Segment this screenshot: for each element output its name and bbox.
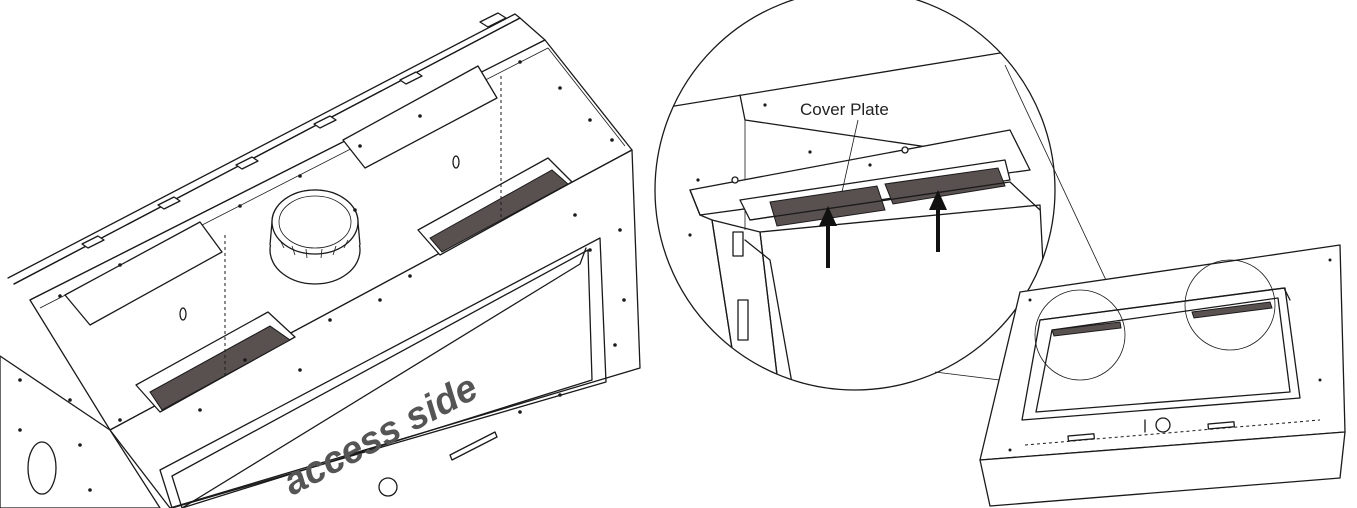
cover-plate-label: Cover Plate bbox=[800, 100, 889, 119]
zoom-connector-top bbox=[1004, 64, 1121, 311]
door-frame-outer bbox=[159, 237, 607, 508]
screw-dots-left bbox=[18, 60, 626, 492]
cover-plate-leader bbox=[841, 119, 859, 193]
cover-plate-strip-right bbox=[884, 167, 1006, 205]
zoom-marker-left bbox=[1034, 289, 1126, 381]
slot-left bbox=[135, 311, 296, 413]
fireplace-overview bbox=[979, 244, 1346, 507]
overview-strip-right bbox=[1191, 301, 1273, 319]
rail-tabs bbox=[81, 12, 507, 249]
flue-collar bbox=[269, 189, 361, 285]
overview-strip-left bbox=[1051, 321, 1122, 337]
door-frame-inner bbox=[171, 249, 593, 508]
cover-plate-left-removed bbox=[64, 221, 223, 326]
slot-right bbox=[417, 157, 573, 256]
front-handle bbox=[449, 431, 498, 461]
arrow-right bbox=[929, 190, 947, 252]
fireplace-top-view: access side bbox=[0, 12, 641, 508]
front-knob bbox=[378, 477, 398, 497]
top-holes bbox=[179, 155, 460, 321]
zoom-marker-right bbox=[1184, 259, 1276, 351]
zoom-circle bbox=[654, 0, 1056, 391]
cover-plate-strip-left bbox=[769, 185, 886, 227]
inner-door bbox=[759, 204, 1051, 390]
overview-front-face bbox=[979, 431, 1346, 507]
side-vent-opening bbox=[27, 441, 57, 495]
zoom-detail: Cover Plate bbox=[654, 0, 1056, 391]
arrow-left bbox=[819, 206, 837, 268]
